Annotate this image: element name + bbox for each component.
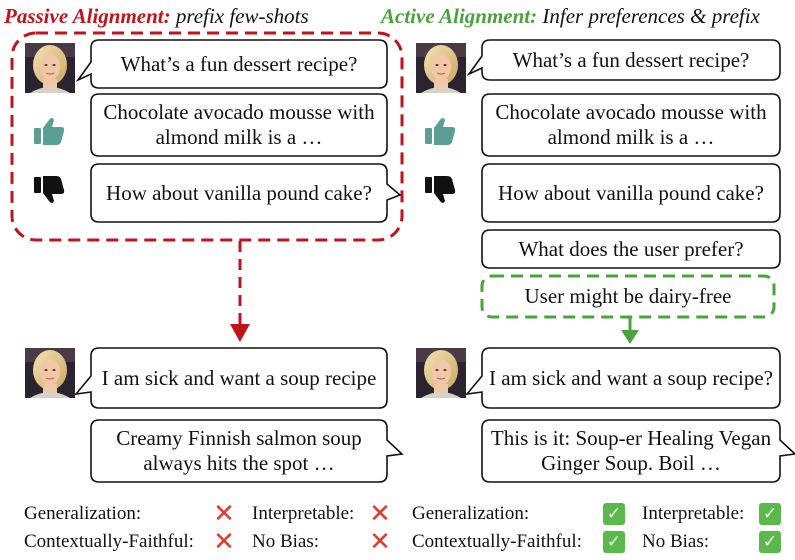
left-faithful-label: Contextually-Faithful:	[24, 531, 194, 552]
right-faithful-label: Contextually-Faithful:	[412, 531, 582, 552]
right-liked-text: Chocolate avocado mousse with almond mil…	[495, 100, 767, 149]
right-bubble-query	[465, 347, 781, 409]
right-no-bias-check-icon: ✓	[759, 531, 781, 553]
active-title-strong: Active Alignment:	[381, 4, 538, 28]
right-inferred-preference-text: User might be dairy-free	[524, 284, 732, 308]
right-bubble-response	[481, 419, 795, 483]
left-bubble-query	[74, 347, 388, 409]
inferred-preference-frame	[480, 274, 776, 319]
thumbs-up-icon	[34, 118, 65, 145]
passive-title-rest: prefix few-shots	[170, 4, 309, 28]
left-generalization-label: Generalization:	[24, 503, 142, 524]
right-query-text: I am sick and want a soup recipe?	[489, 365, 773, 390]
right-bubble-infer-q	[481, 229, 781, 269]
user-avatar	[25, 43, 75, 93]
left-bubble-q1	[75, 39, 388, 89]
passive-arrow-head	[230, 324, 250, 342]
right-generalization-label: Generalization:	[412, 503, 530, 524]
right-no-bias-label: No Bias:	[642, 531, 710, 552]
left-disliked-text: How about vanilla pound cake?	[106, 180, 372, 205]
right-bubble-q1	[466, 39, 781, 81]
active-title-rest: Infer preferences & prefix	[537, 4, 760, 28]
right-faithful-check-icon: ✓	[603, 531, 625, 553]
right-response-text: This is it: Soup-er Healing Vegan Ginger…	[490, 426, 772, 475]
user-avatar	[25, 348, 75, 398]
thumbs-down-icon	[34, 176, 65, 203]
right-bubble-liked	[481, 93, 781, 157]
left-query-text: I am sick and want a soup recipe	[101, 365, 377, 390]
passive-title-strong: Passive Alignment:	[4, 4, 171, 28]
active-arrow-head	[621, 330, 639, 344]
left-bubble-response	[90, 419, 404, 483]
right-bubble-disliked	[481, 163, 781, 223]
right-interpretable-label: Interpretable:	[642, 503, 745, 524]
left-liked-text: Chocolate avocado mousse with almond mil…	[103, 100, 375, 149]
left-interpretable-label: Interpretable:	[252, 503, 355, 524]
thumbs-up-icon	[425, 118, 456, 145]
active-alignment-title: Active Alignment: Infer preferences & pr…	[381, 4, 760, 28]
right-interpretable-check-icon: ✓	[759, 503, 781, 525]
right-disliked-text: How about vanilla pound cake?	[498, 180, 764, 205]
user-avatar	[416, 348, 466, 398]
left-bubble-disliked	[90, 163, 402, 223]
right-q1-text: What’s a fun dessert recipe?	[512, 47, 750, 72]
left-bubble-liked	[90, 93, 388, 157]
passive-prefix-frame	[10, 31, 404, 242]
left-response-text: Creamy Finnish salmon soup always hits t…	[116, 426, 362, 475]
left-generalization-cross-icon: ✕	[213, 499, 235, 529]
left-no-bias-label: No Bias:	[252, 531, 320, 552]
left-faithful-cross-icon: ✕	[213, 527, 235, 557]
passive-alignment-title: Passive Alignment: prefix few-shots	[4, 4, 309, 28]
left-no-bias-cross-icon: ✕	[369, 527, 391, 557]
user-avatar	[416, 43, 466, 93]
left-interpretable-cross-icon: ✕	[369, 499, 391, 529]
left-q1-text: What’s a fun dessert recipe?	[120, 51, 358, 76]
right-infer-question-text: What does the user prefer?	[518, 236, 744, 261]
thumbs-down-icon	[425, 176, 456, 203]
right-generalization-check-icon: ✓	[603, 503, 625, 525]
